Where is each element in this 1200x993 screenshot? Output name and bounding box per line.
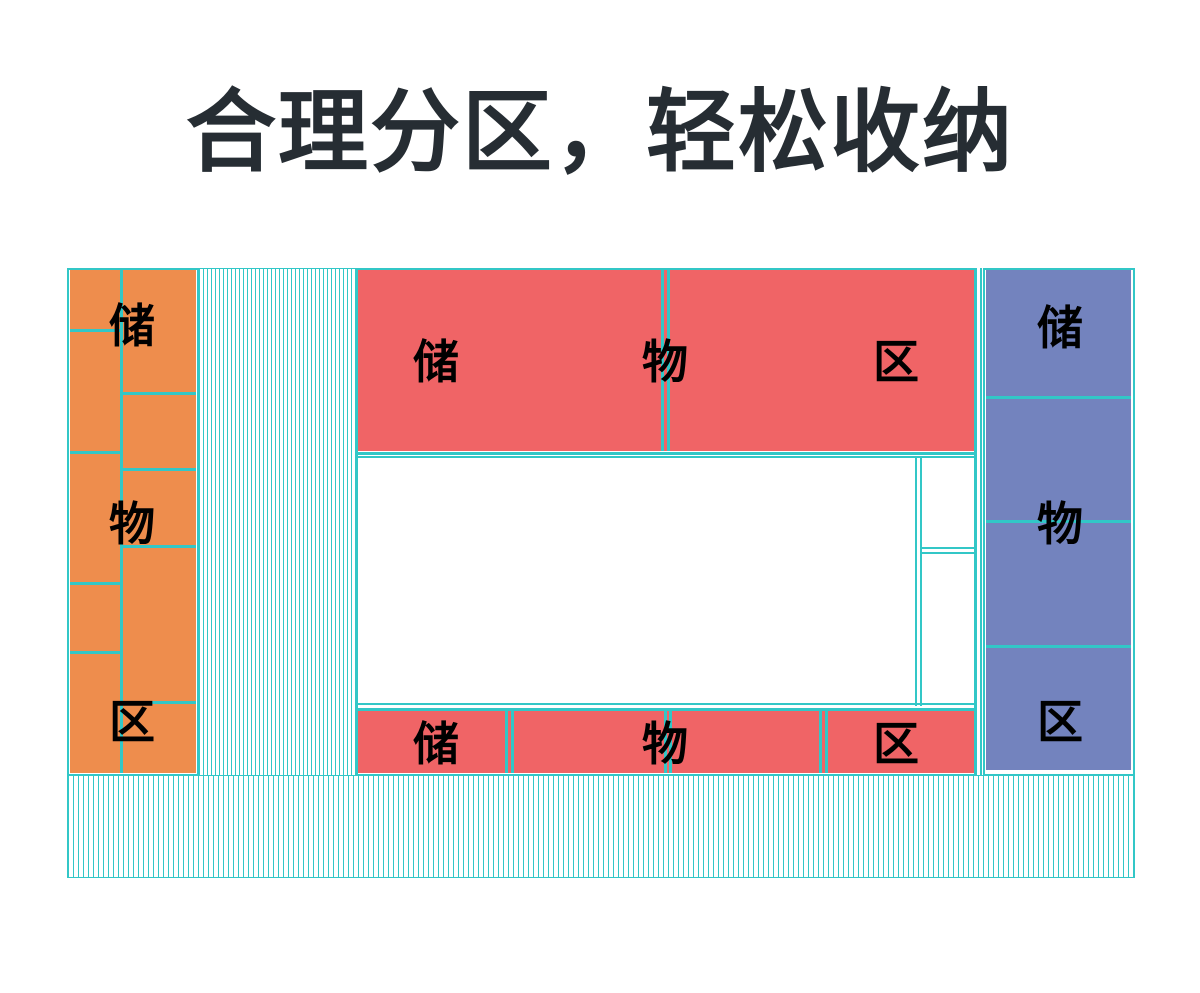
bottom-zone-label-2: 物 [642, 717, 688, 771]
open-area-shelf [356, 703, 976, 705]
open-area-divider [915, 456, 917, 706]
left-storage-zone: 储 物 区 [70, 270, 196, 773]
left-zone-shelf [122, 545, 196, 548]
top-zone-divider [661, 270, 664, 451]
bottom-center-storage-zone: 储 物 区 [358, 711, 974, 773]
bottom-zone-divider [511, 711, 514, 773]
left-zone-shelf [122, 468, 196, 471]
right-zone-frame-post [980, 268, 982, 776]
top-zone-divider [667, 270, 670, 451]
right-storage-zone: 储 物 区 [986, 270, 1131, 770]
right-zone-label-2: 物 [1037, 497, 1083, 551]
bottom-zone-label-1: 储 [413, 717, 459, 771]
page-title: 合理分区，轻松收纳 [186, 80, 1014, 185]
base-plinth [67, 775, 1135, 878]
right-zone-frame-post [975, 268, 977, 776]
left-zone-label-3: 区 [109, 695, 155, 749]
left-zone-shelf [70, 651, 122, 654]
left-zone-label-2: 物 [109, 497, 155, 551]
bottom-zone-divider [819, 711, 822, 773]
right-zone-shelf [986, 520, 1131, 523]
left-zone-shelf [122, 392, 196, 395]
top-zone-label-3: 区 [873, 335, 919, 389]
left-zone-outline [67, 268, 199, 776]
left-zone-label-1: 储 [109, 299, 155, 353]
open-area-shelf [356, 456, 976, 458]
top-zone-label-1: 储 [413, 335, 459, 389]
top-center-storage-zone: 储 物 区 [358, 270, 974, 451]
right-zone-shelf [986, 645, 1131, 648]
top-zone-label-2: 物 [642, 335, 688, 389]
open-area-shelf [920, 552, 974, 554]
left-zone-divider [120, 270, 123, 773]
open-area-shelf [920, 547, 974, 549]
left-zone-shelf [122, 701, 196, 704]
left-slat-panel [198, 268, 358, 776]
open-display-area [356, 453, 976, 711]
left-zone-shelf [70, 451, 122, 454]
bottom-zone-divider [669, 711, 672, 773]
right-zone-label-3: 区 [1037, 695, 1083, 749]
left-zone-shelf [70, 329, 122, 332]
right-zone-outline [983, 268, 1135, 776]
top-zone-outline [356, 268, 976, 454]
right-zone-shelf [986, 396, 1131, 399]
bottom-zone-divider [505, 711, 508, 773]
right-zone-label-1: 储 [1037, 301, 1083, 355]
open-area-divider [920, 456, 922, 706]
bottom-zone-label-3: 区 [873, 717, 919, 771]
bottom-zone-divider [825, 711, 828, 773]
bottom-zone-outline [356, 708, 976, 776]
left-zone-shelf [70, 582, 122, 585]
bottom-zone-divider [664, 711, 667, 773]
